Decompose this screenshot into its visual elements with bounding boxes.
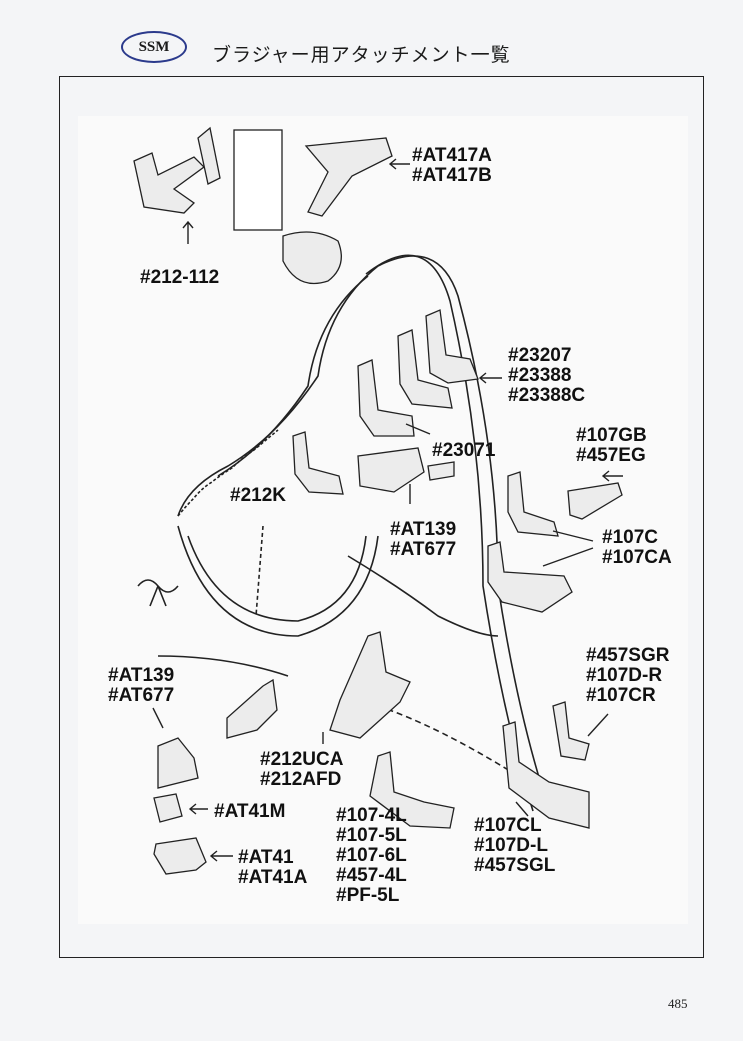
page-title: ブラジャー用アタッチメント一覧 xyxy=(212,44,511,66)
part-number: #212UCA xyxy=(260,749,344,770)
part-number: #AT677 xyxy=(390,539,457,560)
label-at41: #AT41 #AT41A xyxy=(238,848,307,888)
label-107-4l: #107-4L #107-5L #107-6L #457-4L #PF-5L xyxy=(336,806,407,906)
part-number: #AT41A xyxy=(238,867,308,888)
part-at41 xyxy=(153,837,207,875)
label-at139-left: #AT139 #AT677 xyxy=(108,666,174,706)
part-at417 xyxy=(304,137,393,217)
diagram-drawing xyxy=(133,126,623,875)
part-23071 xyxy=(357,359,415,437)
part-number: #457-4L xyxy=(336,865,407,886)
label-457sgr: #457SGR #107D-R #107CR xyxy=(586,646,669,706)
part-number: #212K xyxy=(230,485,286,506)
part-number: #107CL xyxy=(474,815,542,836)
part-212k xyxy=(292,431,344,495)
part-212uca xyxy=(329,631,411,739)
page-number: 485 xyxy=(668,996,688,1011)
part-107-4l xyxy=(369,751,455,829)
part-number: #107D-R xyxy=(586,665,663,686)
part-at41m xyxy=(153,793,183,823)
label-at417: #AT417A #AT417B xyxy=(412,146,492,186)
ssm-logo: SSM xyxy=(121,31,187,63)
cup-lower xyxy=(177,525,379,637)
label-at139-mid: #AT139 #AT677 xyxy=(390,520,456,560)
part-number: #107CR xyxy=(586,685,656,706)
part-number: #23071 xyxy=(432,440,496,461)
part-number: #457EG xyxy=(576,445,646,466)
part-number: #AT417A xyxy=(412,145,492,166)
label-212-112: #212-112 xyxy=(140,268,219,288)
part-number: #AT139 xyxy=(108,665,175,686)
part-at139-left xyxy=(157,737,199,789)
part-23207 xyxy=(425,309,479,384)
part-107c xyxy=(507,471,559,537)
part-number: #AT139 xyxy=(390,519,457,540)
part-107gb xyxy=(567,482,623,520)
part-number: #AT417B xyxy=(412,165,492,186)
part-number: #AT41M xyxy=(214,801,286,822)
part-number: #212-112 xyxy=(140,267,220,288)
part-number: #107C xyxy=(602,527,658,548)
label-107gb: #107GB #457EG xyxy=(576,426,647,466)
part-number: #107-5L xyxy=(336,825,407,846)
part-number: #23388C xyxy=(508,385,586,406)
label-212uca: #212UCA #212AFD xyxy=(260,750,343,790)
part-number: #107D-L xyxy=(474,835,548,856)
strap-outer xyxy=(377,255,549,807)
label-23071: #23071 xyxy=(432,441,495,461)
label-23207: #23207 #23388 #23388C xyxy=(508,346,585,406)
part-number: #AT41 xyxy=(238,847,294,868)
part-number: #107-4L xyxy=(336,805,407,826)
content-frame xyxy=(59,76,704,958)
part-number: #PF-5L xyxy=(336,885,400,906)
cup-edge xyxy=(177,265,379,517)
attachment-diagram: #AT417A #AT417B #212-112 #23207 #23388 #… xyxy=(78,116,688,924)
part-number: #107GB xyxy=(576,425,647,446)
label-107cl: #107CL #107D-L #457SGL xyxy=(474,816,555,876)
part-107cl xyxy=(502,721,590,829)
part-number: #457SGR xyxy=(586,645,670,666)
part-number: #23388 xyxy=(508,365,572,386)
part-212-112 xyxy=(133,152,205,214)
label-107c: #107C #107CA xyxy=(602,528,672,568)
part-at139-mid xyxy=(357,447,425,493)
page-header: SSM ブラジャー用アタッチメント一覧 xyxy=(0,0,743,80)
part-number: #457SGL xyxy=(474,855,556,876)
part-number: #107-6L xyxy=(336,845,407,866)
part-number: #AT677 xyxy=(108,685,175,706)
part-number: #212AFD xyxy=(260,769,342,790)
part-number: #107CA xyxy=(602,547,672,568)
label-212k: #212K xyxy=(230,486,286,506)
part-457sgr xyxy=(552,701,590,761)
label-at41m: #AT41M xyxy=(214,802,285,822)
part-number: #23207 xyxy=(508,345,572,366)
